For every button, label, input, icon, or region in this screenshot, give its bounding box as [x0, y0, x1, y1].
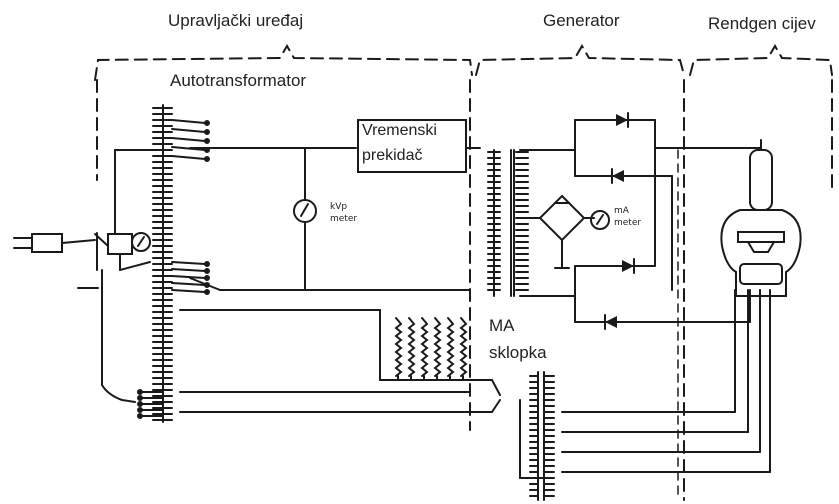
control-unit-label: Upravljački uređaj	[168, 11, 304, 30]
rectifier-diodes	[574, 119, 761, 323]
xray-tube-brace	[689, 44, 833, 191]
timer-switch-box	[357, 119, 467, 173]
xray-tube-label: Rendgen cijev	[708, 14, 816, 33]
autotransformer-label: Autotransformator	[170, 71, 307, 90]
diode-3	[622, 260, 634, 272]
generator-label: Generator	[543, 11, 620, 30]
generator-brace	[475, 44, 685, 501]
ma-meter-label-line2: meter	[614, 218, 642, 228]
tap-selector-lower	[189, 277, 471, 291]
autotransformer	[137, 104, 210, 423]
bridge-rectifier	[519, 194, 595, 269]
control-unit-brace	[94, 44, 473, 431]
high-voltage-transformer	[487, 149, 529, 297]
filament-transformer	[529, 371, 555, 501]
kvp-meter-label-line1: kVp	[330, 202, 348, 212]
kvp-meter-label-line2: meter	[330, 214, 358, 224]
diode-2	[612, 170, 624, 182]
ma-meter-label-line1: mA	[614, 206, 629, 216]
xray-tube	[720, 139, 802, 297]
ma-meter	[590, 210, 610, 230]
diode-1	[616, 114, 628, 126]
timer-switch-label-line1: Vremenski	[362, 122, 437, 139]
ma-switch-label-line1: MA	[489, 316, 515, 335]
ma-resistor-bank	[394, 317, 468, 381]
ma-switch-label-line2: sklopka	[489, 343, 547, 362]
timer-switch-label-line2: prekidač	[362, 147, 423, 164]
main-switch	[107, 232, 151, 271]
kvp-meter	[293, 199, 317, 223]
diode-4	[605, 316, 617, 328]
mains-plug	[13, 233, 109, 253]
